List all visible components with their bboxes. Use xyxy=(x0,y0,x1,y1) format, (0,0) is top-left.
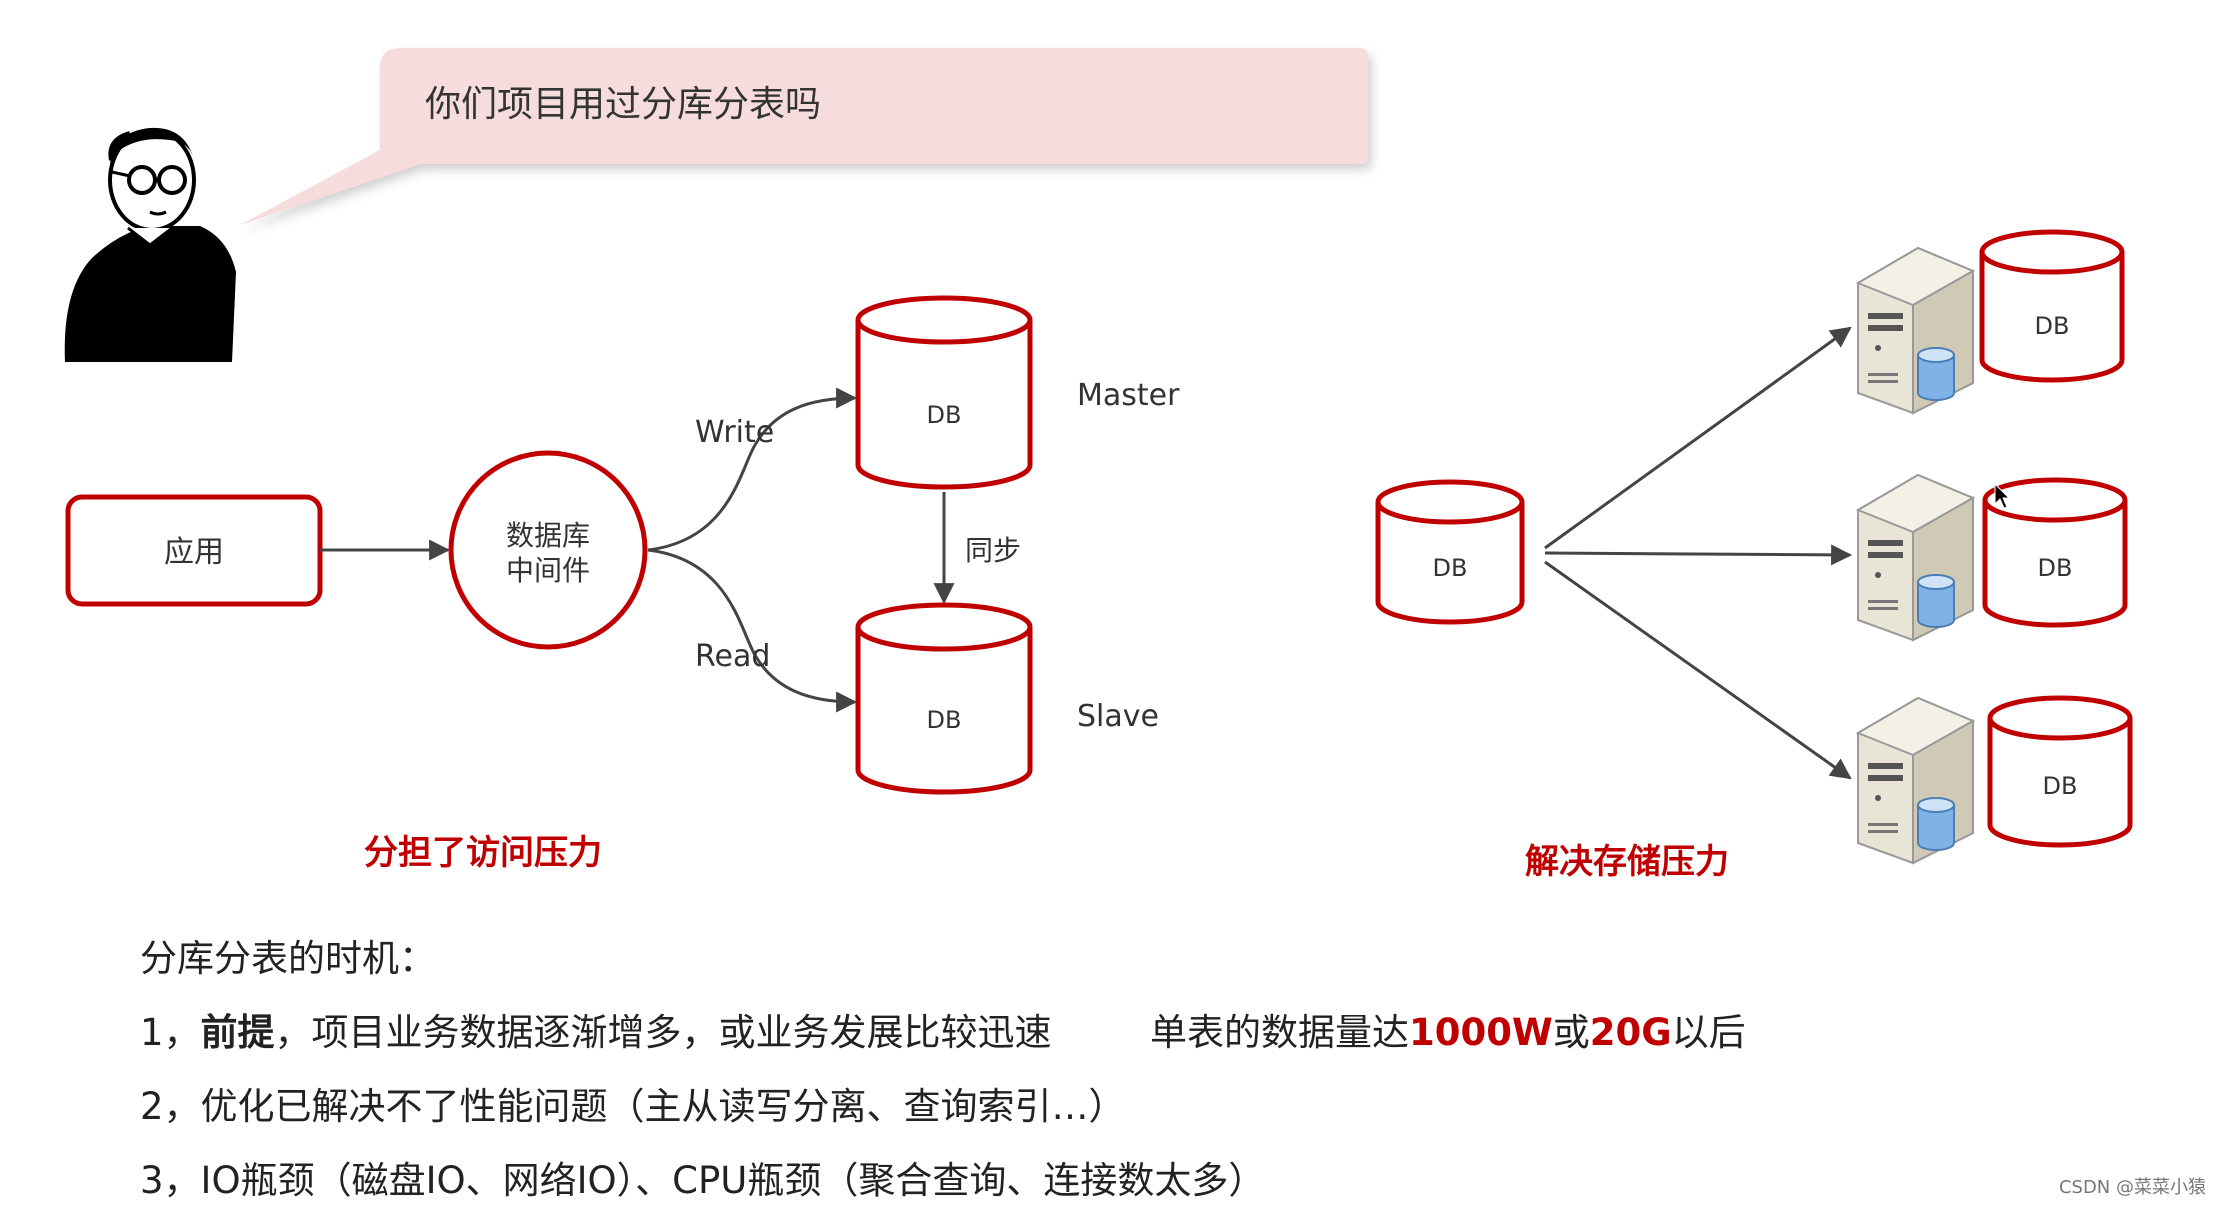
notes-item-1-threshold: 单表的数据量达1000W或20G以后 xyxy=(1150,1002,1746,1056)
item1-prefix: 1， xyxy=(140,1011,201,1054)
server-icon xyxy=(1855,473,1976,642)
app-node: 应用 xyxy=(65,494,323,607)
threshold-text-b: 或 xyxy=(1552,1011,1590,1054)
shard-arrow-1 xyxy=(1544,326,1852,550)
shard-db-cylinder-3: DB xyxy=(1987,695,2133,848)
shard-db-label-2: DB xyxy=(2038,554,2073,582)
watermark: CSDN @菜菜小猿 xyxy=(2058,1177,2206,1198)
left-caption: 分担了访问压力 xyxy=(364,833,602,873)
shard-db-label-1: DB xyxy=(2035,312,2070,340)
bubble-text: 你们项目用过分库分表吗 xyxy=(425,84,821,125)
master-label: Master xyxy=(1077,378,1180,413)
middleware-label-1: 数据库 xyxy=(506,519,590,552)
threshold-text-a: 单表的数据量达 xyxy=(1150,1011,1409,1054)
notes-heading: 分库分表的时机： xyxy=(140,937,436,980)
read-arrow xyxy=(647,548,858,713)
threshold-rows: 1000W xyxy=(1409,1011,1553,1054)
middleware-node: 数据库 中间件 xyxy=(448,450,648,650)
shard-db-cylinder-2: DB xyxy=(1982,477,2128,628)
slave-db-label: DB xyxy=(927,706,962,734)
app-label: 应用 xyxy=(164,535,224,570)
person-avatar-icon xyxy=(64,127,237,362)
shard-db-cylinder-1: DB xyxy=(1979,229,2125,383)
source-db-label: DB xyxy=(1433,554,1468,582)
slave-db-cylinder: DB xyxy=(855,602,1033,795)
notes-item-3: 3，IO瓶颈（磁盘IO、网络IO）、CPU瓶颈（聚合查询、连接数太多） xyxy=(140,1159,1266,1202)
write-arrow xyxy=(647,387,858,552)
shard-arrow-2 xyxy=(1544,544,1853,566)
threshold-text-c: 以后 xyxy=(1671,1011,1746,1054)
speech-bubble: 你们项目用过分库分表吗 xyxy=(240,48,1368,225)
mouse-cursor-icon xyxy=(1994,482,2011,509)
notes-item-2: 2，优化已解决不了性能问题（主从读写分离、查询索引…） xyxy=(140,1085,1126,1128)
middleware-label-2: 中间件 xyxy=(506,554,590,587)
read-label: Read xyxy=(695,639,770,674)
write-label: Write xyxy=(695,415,774,450)
server-icon xyxy=(1855,246,1976,415)
shard-db-label-3: DB xyxy=(2043,772,2078,800)
notes-item-1: 1，前提，项目业务数据逐渐增多，或业务发展比较迅速 xyxy=(140,1002,1052,1056)
slave-label: Slave xyxy=(1077,699,1159,734)
master-db-cylinder: DB xyxy=(855,295,1033,490)
right-caption: 解决存储压力 xyxy=(1525,842,1729,882)
item1-text: ，项目业务数据逐渐增多，或业务发展比较迅速 xyxy=(274,1011,1052,1054)
threshold-size: 20G xyxy=(1589,1011,1672,1054)
source-db-cylinder: DB xyxy=(1375,479,1525,625)
item1-bold: 前提 xyxy=(200,1011,275,1054)
sync-label: 同步 xyxy=(965,534,1021,567)
master-db-label: DB xyxy=(927,401,962,429)
server-icon xyxy=(1855,696,1976,865)
shard-arrow-3 xyxy=(1544,560,1852,780)
